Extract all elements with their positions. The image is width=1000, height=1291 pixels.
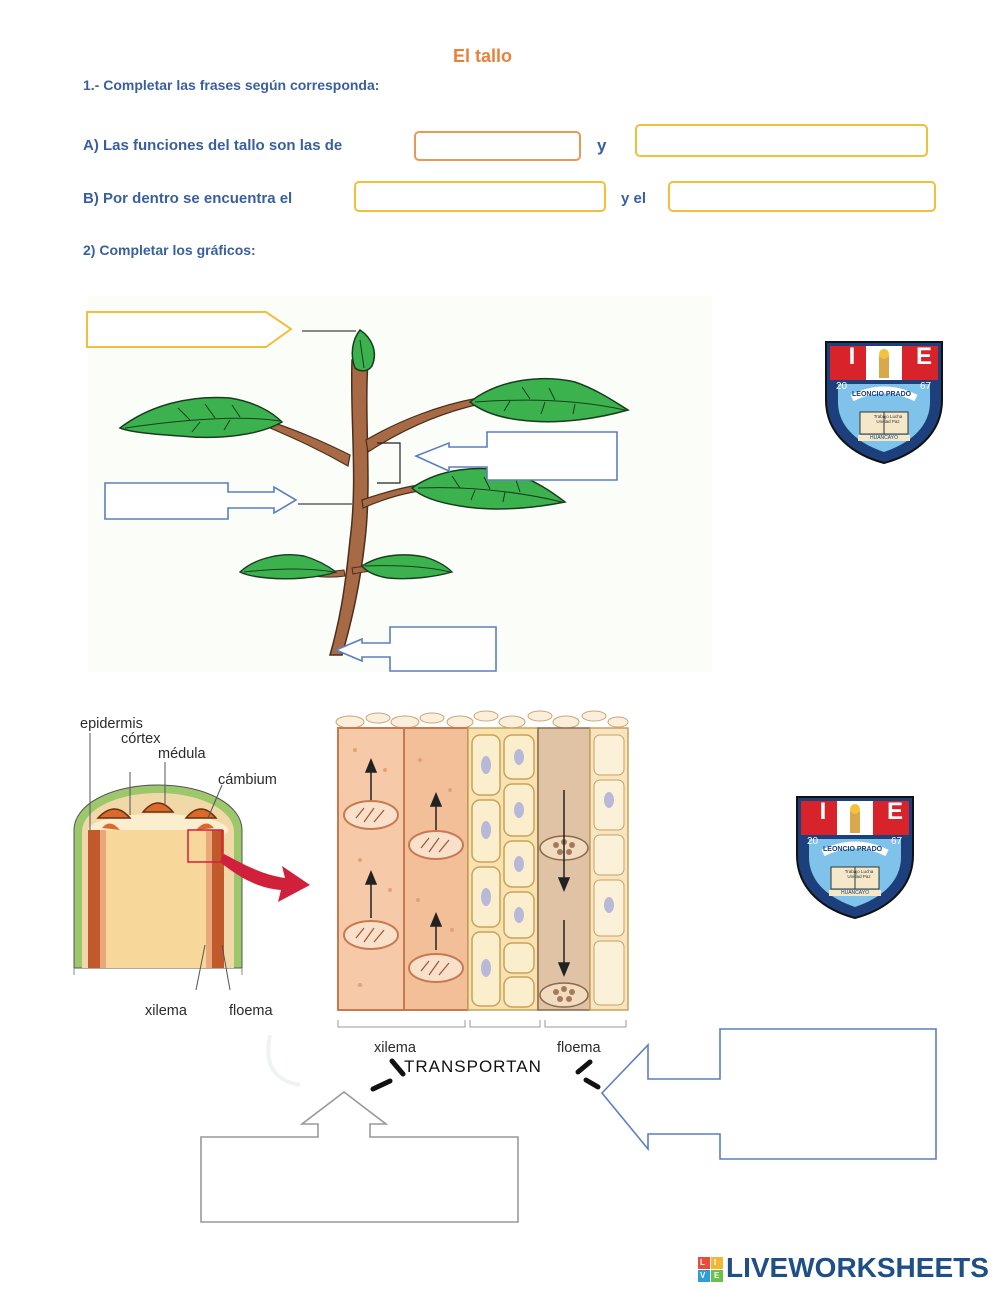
logo-school-name: LEONCIO PRADO: [852, 391, 912, 398]
label-cambium: cámbium: [218, 772, 277, 788]
label-epidermis: epidermis: [80, 716, 143, 732]
stem-cross-section: [73, 733, 310, 991]
sentence-b-text: B) Por dentro se encuentra el: [83, 190, 293, 207]
plant-illustration: [118, 328, 630, 656]
badge-letter-4: E: [714, 1271, 720, 1280]
logo-place: HUANCAYO: [870, 435, 898, 441]
answer-field-b2[interactable]: [668, 181, 936, 212]
answer-box-node[interactable]: [412, 431, 622, 483]
instruction-1: 1.- Completar las frases según correspon…: [83, 77, 380, 93]
transportan-label: TRANSPORTAN: [404, 1057, 542, 1076]
logo2-letter-left: I: [819, 798, 827, 825]
logo2-place: HUANCAYO: [841, 890, 869, 896]
vascular-tissue-detail: [266, 710, 629, 1092]
label-xilema: xilema: [145, 1003, 187, 1019]
logo2-school-name: LEONCIO PRADO: [823, 846, 883, 853]
logo-year-right: 67: [920, 381, 932, 392]
answer-field-a1[interactable]: [414, 131, 581, 161]
badge-letter-3: V: [700, 1271, 706, 1280]
school-logo-shield-2: [796, 796, 914, 920]
logo2-year-right: 67: [891, 836, 903, 847]
answer-box-stem-base[interactable]: [332, 626, 500, 674]
badge-letter-1: L: [700, 1258, 705, 1267]
logo2-motto: Trabajo Lucha Unidad Paz: [844, 869, 874, 879]
logo-motto: Trabajo Lucha Unidad Paz: [873, 414, 903, 424]
answer-field-a2[interactable]: [635, 124, 928, 157]
page-title: El tallo: [453, 46, 513, 66]
label-floema: floema: [229, 1003, 273, 1019]
liveworksheets-logo-text[interactable]: LIVEWORKSHEETS: [726, 1252, 989, 1283]
detail-label-floema: floema: [557, 1040, 601, 1056]
badge-letter-2: I: [714, 1258, 717, 1267]
answer-box-branch[interactable]: [104, 482, 300, 522]
detail-label-xilema: xilema: [374, 1040, 416, 1056]
answer-field-b1[interactable]: [354, 181, 606, 212]
sentence-a-text: A) Las funciones del tallo son las de: [83, 137, 343, 154]
label-medula: médula: [158, 746, 206, 762]
liveworksheets-badge-icon: [698, 1257, 723, 1282]
school-logo-shield: [825, 341, 943, 465]
label-cortex: córtex: [121, 731, 161, 747]
answer-box-xilema-transport[interactable]: [200, 1090, 522, 1226]
answer-box-floema-transport[interactable]: [598, 1027, 940, 1163]
logo2-year-left: 20: [807, 836, 819, 847]
instruction-2: 2) Completar los gráficos:: [83, 242, 256, 258]
logo-year-left: 20: [836, 381, 848, 392]
logo-letter-left: I: [848, 343, 856, 370]
sentence-a-conjunction: y: [597, 136, 607, 155]
logo2-letter-right: E: [886, 798, 903, 825]
answer-box-top-bud[interactable]: [86, 311, 296, 349]
logo-letter-right: E: [915, 343, 932, 370]
sentence-b-conjunction: y el: [621, 190, 647, 207]
